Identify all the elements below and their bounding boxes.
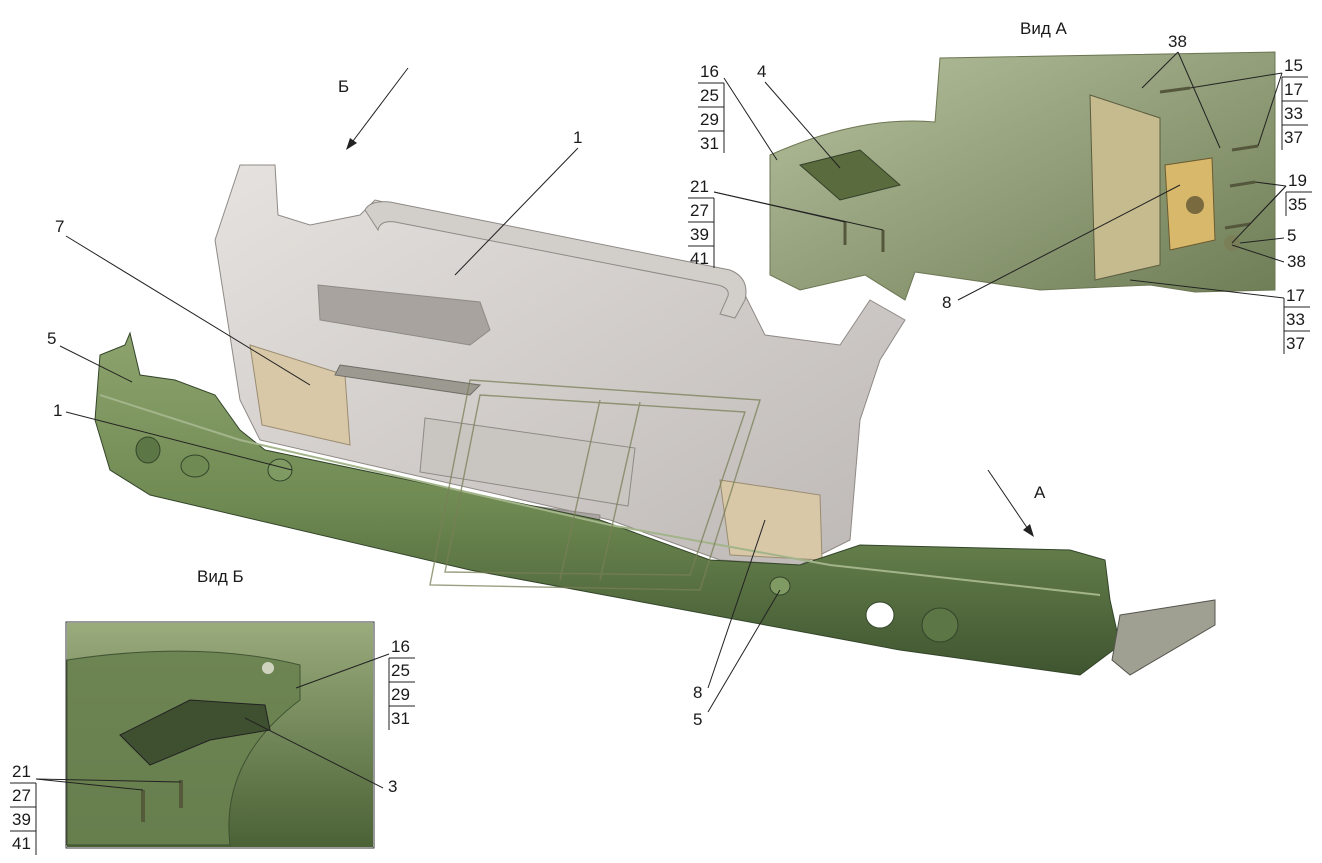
arrow-a-label: А [1034,483,1046,502]
overlay-outline [429,379,761,591]
upper-frame-panel [214,164,906,566]
va-27: 27 [690,201,709,220]
vb-3: 3 [388,777,397,796]
view-b-bracket-3 [119,699,271,766]
va-15: 15 [1284,56,1303,75]
va-19: 19 [1288,171,1307,190]
va-29: 29 [700,110,719,129]
arrow-a-group: А [987,469,1046,537]
va-38-right: 38 [1287,252,1306,271]
callout-1-top: 1 [573,128,582,147]
view-a-bolts [843,86,1259,252]
bumper-crease [99,394,1101,596]
vb-21: 21 [12,762,31,781]
va-4: 4 [757,62,766,81]
arrow-b-label: Б [338,77,349,96]
va-5: 5 [1287,226,1296,245]
va-17: 17 [1284,80,1303,99]
view-b-inset: Вид Б 16 25 29 31 3 21 27 39 41 [10,567,415,855]
callout-5-bottom: 5 [693,710,702,729]
fog-hole-right-3 [769,576,791,596]
view-a-inset: Вид А 16 25 29 31 4 21 27 39 41 [688,19,1312,354]
callout-1-left: 1 [53,401,62,420]
va-16: 16 [700,62,719,81]
vb-27: 27 [12,786,31,805]
fog-hole-right-2 [921,607,959,643]
view-a-bracket-4 [798,149,902,201]
va-25: 25 [700,86,719,105]
vb-41: 41 [12,834,31,853]
view-a-plate-hole [1186,196,1204,214]
fog-hole-right-1 [865,601,895,629]
arrow-b-group: Б [338,67,409,150]
vb-25: 25 [391,661,410,680]
va-35: 35 [1288,195,1307,214]
fog-hole-left-2 [135,436,161,464]
main-assembly [94,164,1216,676]
bumper-body [94,331,1121,676]
side-step [1111,599,1216,676]
view-a-bracket-plate [1089,94,1161,281]
callout-8-bottom: 8 [693,683,702,702]
va-39: 39 [690,225,709,244]
fog-hole-left-1 [180,454,210,478]
step-center-upper [334,364,482,396]
vb-16: 16 [391,637,410,656]
va-33: 33 [1284,104,1303,123]
va-31: 31 [700,134,719,153]
va-37b: 37 [1286,334,1305,353]
va-21: 21 [690,177,709,196]
vb-29: 29 [391,685,410,704]
panel-opening-upper [317,284,491,346]
callout-7: 7 [55,217,64,236]
vb-31: 31 [391,709,410,728]
view-b-bolts [141,780,183,822]
va-8: 8 [942,293,951,312]
view-b-bolt-head [262,662,274,674]
callout-5-left: 5 [47,329,56,348]
va-17b: 17 [1286,286,1305,305]
va-37: 37 [1284,128,1303,147]
view-b-frame [65,621,375,849]
va-41: 41 [690,249,709,268]
va-38-top: 38 [1168,32,1187,51]
vb-39: 39 [12,810,31,829]
va-33b: 33 [1286,310,1305,329]
fog-hole-left-3 [267,458,293,482]
mount-plate-left [249,344,351,446]
view-b-title: Вид Б [197,567,244,586]
handle-loop [364,201,747,319]
main-callouts: 1 7 5 1 8 5 [47,128,781,729]
view-a-title: Вид А [1020,19,1067,38]
